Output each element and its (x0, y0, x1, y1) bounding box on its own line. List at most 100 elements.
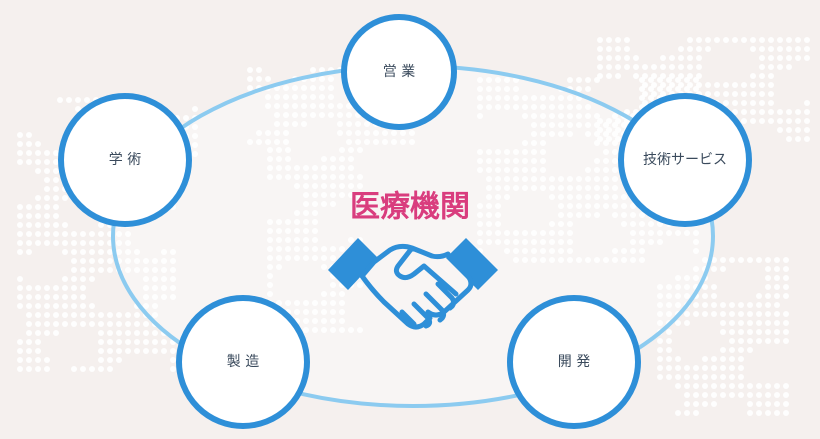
map-dot (597, 73, 603, 79)
node-sales: 営 業 (341, 14, 457, 130)
map-dot (549, 230, 555, 236)
map-dot (657, 374, 663, 380)
map-dot (125, 267, 131, 273)
map-dot (409, 130, 415, 136)
node-manufacturing: 製 造 (176, 295, 310, 429)
map-dot (531, 122, 537, 128)
map-dot (675, 230, 681, 236)
map-dot (346, 103, 352, 109)
map-dot (612, 203, 618, 209)
map-dot (795, 127, 801, 133)
map-dot (107, 267, 113, 273)
map-dot (666, 347, 672, 353)
map-dot (152, 258, 158, 264)
center-title: 医療機関 (350, 190, 470, 225)
map-dot (549, 95, 555, 101)
map-dot (741, 100, 747, 106)
map-dot (675, 383, 681, 389)
map-dot (477, 149, 483, 155)
node-development-label: 開 発 (558, 354, 590, 370)
map-dot (53, 186, 59, 192)
map-dot (567, 104, 573, 110)
map-dot (786, 37, 792, 43)
map-dot (303, 183, 309, 189)
map-dot (603, 158, 609, 164)
map-dot (339, 147, 345, 153)
map-dot (348, 183, 354, 189)
map-dot (687, 55, 693, 61)
map-dot (276, 228, 282, 234)
map-dot (312, 192, 318, 198)
map-dot (747, 320, 753, 326)
map-dot (80, 258, 86, 264)
map-dot (630, 230, 636, 236)
map-dot (321, 201, 327, 207)
map-dot (98, 258, 104, 264)
map-dot (116, 339, 122, 345)
map-dot (62, 285, 68, 291)
map-dot (321, 264, 327, 270)
map-dot (648, 230, 654, 236)
map-dot (71, 294, 77, 300)
map-dot (759, 100, 765, 106)
map-dot (738, 365, 744, 371)
map-dot (522, 185, 528, 191)
map-dot (477, 203, 483, 209)
map-dot (285, 156, 291, 162)
map-dot (531, 95, 537, 101)
map-dot (44, 321, 50, 327)
map-dot (294, 237, 300, 243)
map-dot (615, 136, 621, 142)
map-dot (606, 118, 612, 124)
map-dot (765, 275, 771, 281)
map-dot (639, 212, 645, 218)
map-dot (711, 266, 717, 272)
map-dot (267, 228, 273, 234)
map-dot (312, 318, 318, 324)
map-dot (71, 231, 77, 237)
map-dot (495, 221, 501, 227)
map-dot (693, 374, 699, 380)
map-dot (486, 221, 492, 227)
map-dot (777, 55, 783, 61)
map-dot (684, 311, 690, 317)
map-dot (531, 104, 537, 110)
map-dot (549, 122, 555, 128)
map-dot (477, 104, 483, 110)
map-dot (321, 192, 327, 198)
map-dot (633, 73, 639, 79)
map-dot (513, 149, 519, 155)
map-dot (567, 257, 573, 263)
map-dot (558, 212, 564, 218)
map-dot (53, 303, 59, 309)
map-dot (738, 383, 744, 389)
map-dot (594, 212, 600, 218)
map-dot (549, 131, 555, 137)
map-dot (373, 130, 379, 136)
map-dot (606, 136, 612, 142)
map-dot (615, 73, 621, 79)
map-dot (80, 366, 86, 372)
map-dot (741, 91, 747, 97)
map-dot (768, 100, 774, 106)
map-dot (53, 285, 59, 291)
map-dot (804, 136, 810, 142)
map-dot (265, 76, 271, 82)
map-dot (531, 239, 537, 245)
map-dot (777, 64, 783, 70)
map-dot (26, 321, 32, 327)
map-dot (675, 302, 681, 308)
map-dot (312, 327, 318, 333)
map-dot (531, 140, 537, 146)
map-dot (486, 149, 492, 155)
map-dot (346, 139, 352, 145)
map-dot (125, 258, 131, 264)
map-dot (723, 82, 729, 88)
map-dot (558, 257, 564, 263)
map-dot (321, 291, 327, 297)
map-dot (292, 85, 298, 91)
map-dot (522, 167, 528, 173)
map-dot (783, 401, 789, 407)
map-dot (35, 240, 41, 246)
map-dot (540, 248, 546, 254)
